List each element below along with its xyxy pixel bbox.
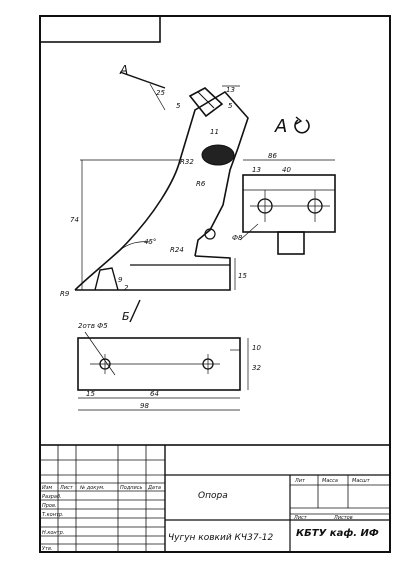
tb-scale: Масшт — [352, 478, 371, 484]
view-a-label: А — [274, 116, 287, 137]
dim-d8: Ф8 — [232, 234, 243, 242]
dim-11: 11 — [210, 128, 219, 136]
dim-r24: R24 — [170, 246, 184, 254]
title-block — [39, 444, 391, 553]
tb-role-razrab: Разраб. — [42, 494, 62, 500]
title-block-text: Изм Лист № докум. Подпись Дата Разраб. П… — [42, 478, 379, 552]
tb-lit: Лит — [294, 478, 306, 484]
tb-col-date: Дата — [147, 485, 161, 491]
tb-role-tkontr: Т.контр. — [42, 512, 64, 518]
dim-45: 45° — [144, 238, 156, 246]
dim-r32: R32 — [180, 158, 194, 166]
tb-sheet: Лист — [293, 515, 308, 521]
dim-r6: R6 — [196, 180, 206, 188]
dim-9: 9 — [118, 276, 123, 284]
section-label-b: Б — [122, 310, 130, 323]
dim-25: 25 — [156, 89, 165, 97]
dimension-labels: 25 13 5 5 11 R32 R6 74 45° R24 Ф8 15 R9 … — [60, 86, 291, 410]
section-hatch — [201, 144, 235, 166]
tb-role-utv: Утв. — [42, 546, 53, 552]
dim-13: 13 — [226, 86, 235, 94]
dim-40: 40 — [282, 166, 291, 174]
tb-mass: Масса — [322, 478, 338, 484]
top-stamp-box — [39, 15, 161, 43]
dim-holes: 2отв Ф5 — [78, 322, 108, 330]
tb-col-sign: Подпись — [120, 485, 143, 491]
tb-organization: КБТУ каф. ИФ — [296, 527, 379, 539]
dim-74: 74 — [70, 216, 79, 224]
tb-role-prov: Пров. — [42, 503, 57, 509]
view-a-dimension-lines — [239, 159, 335, 241]
tb-role-nkontr: Н.контр. — [42, 530, 64, 536]
view-a — [242, 174, 336, 255]
dim-13b: 13 — [252, 166, 261, 174]
dim-32: 32 — [252, 364, 261, 372]
tb-material: Чугун ковкий КЧ37-12 — [168, 533, 274, 543]
hole-fillet — [204, 228, 216, 240]
rotation-icon — [294, 119, 310, 134]
tb-part-name: Опора — [198, 491, 228, 501]
dim-98: 98 — [140, 402, 149, 410]
dim-5a: 5 — [176, 102, 181, 110]
dim-2: 2 — [124, 284, 129, 292]
main-view — [74, 87, 249, 291]
view-b-dimension-lines — [78, 331, 249, 411]
dim-15b: 15 — [86, 390, 95, 398]
dim-5b: 5 — [228, 102, 233, 110]
main-dimension-lines — [80, 71, 240, 323]
dim-15: 15 — [238, 272, 247, 280]
tb-sheets: Листов — [333, 515, 353, 521]
dim-r9: R9 — [60, 290, 70, 298]
dim-10: 10 — [252, 344, 261, 352]
tb-col-list: Лист — [59, 485, 74, 491]
tb-col-izm: Изм — [42, 485, 52, 491]
dim-86: 86 — [268, 152, 277, 160]
tb-col-doc: № докум. — [79, 485, 105, 491]
section-label-a: А — [119, 63, 128, 77]
dim-64: 64 — [150, 390, 159, 398]
